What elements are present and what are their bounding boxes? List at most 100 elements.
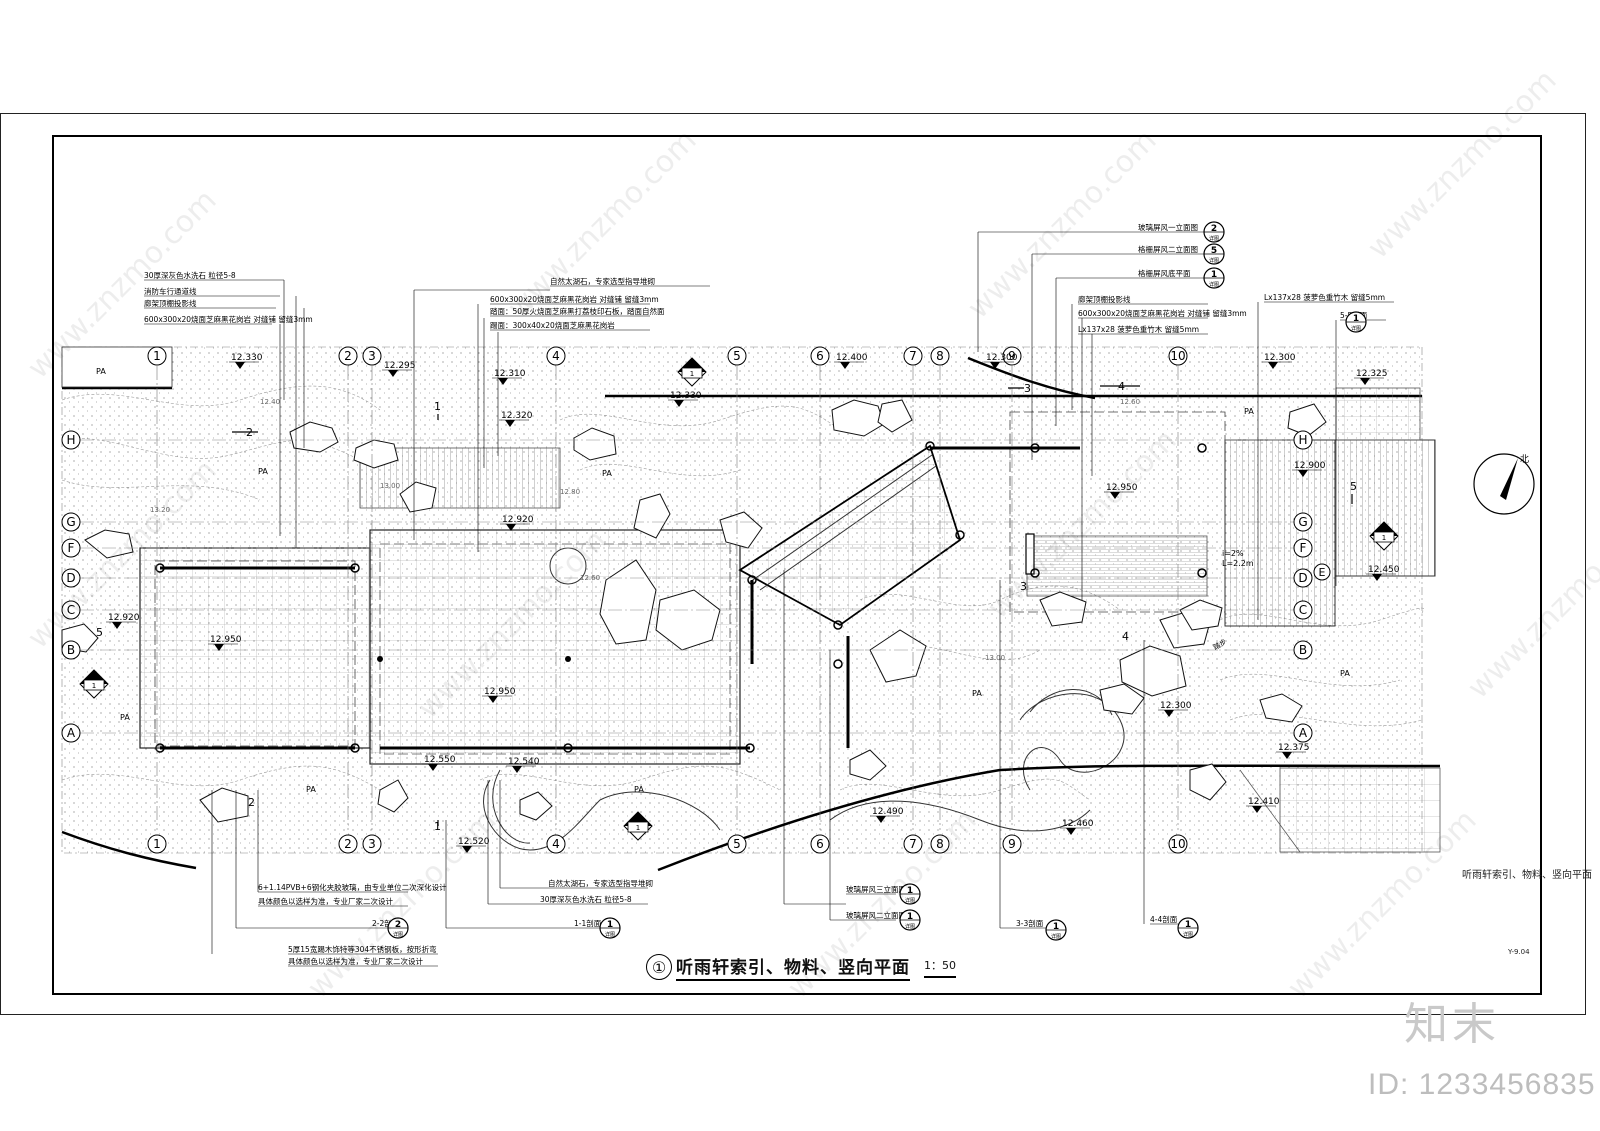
material-label: 自然太湖石，专家选型指导堆砌 bbox=[548, 878, 653, 888]
pa-label: PA bbox=[634, 785, 644, 794]
svg-text:1: 1 bbox=[636, 824, 640, 832]
grid-row-label: G bbox=[66, 515, 75, 529]
sheet-number: Y-9.04 bbox=[1508, 948, 1530, 956]
grid-col-label: 4 bbox=[552, 349, 560, 363]
title-text: 听雨轩索引、物料、竖向平面 bbox=[676, 953, 910, 981]
grid-row-label: D bbox=[1298, 571, 1307, 585]
svg-text:详图: 详图 bbox=[605, 931, 615, 938]
grid-col-label: 5 bbox=[733, 837, 741, 851]
elevation-value: 12.950 bbox=[1106, 483, 1138, 493]
material-label: 3-3剖面 bbox=[1016, 918, 1044, 928]
grid-bubble-row bbox=[61, 538, 81, 558]
elevation-value: 12.320 bbox=[501, 411, 533, 421]
grid-col-label: 1 bbox=[153, 837, 161, 851]
elevation-value: 12.330 bbox=[231, 353, 263, 363]
grid-bubble-col bbox=[147, 346, 167, 366]
pa-label: PA bbox=[972, 689, 982, 698]
grid-bubble-row bbox=[1293, 512, 1313, 532]
pa-label: PA bbox=[1340, 669, 1350, 678]
grid-bubble-row bbox=[61, 512, 81, 532]
grid-bubble-row bbox=[1293, 430, 1313, 450]
material-label: 自然太湖石，专家选型指导堆砌 bbox=[550, 276, 655, 286]
north-arrow: 北 bbox=[1473, 453, 1535, 515]
svg-text:1: 1 bbox=[1353, 314, 1359, 324]
grid-col-label: 9 bbox=[1008, 837, 1016, 851]
inner-frame bbox=[52, 135, 1542, 995]
material-label: 2-2剖面 bbox=[372, 918, 400, 928]
svg-text:E: E bbox=[1319, 566, 1326, 579]
rock bbox=[655, 589, 721, 651]
material-label: 4-4剖面 bbox=[1150, 914, 1178, 924]
material-label: 廊架顶棚投影线 bbox=[1078, 294, 1131, 304]
grid-bubble-col bbox=[362, 834, 382, 854]
material-label: 消防车行通道线 bbox=[144, 286, 197, 296]
grid-col-label: 10 bbox=[1170, 837, 1185, 851]
rock bbox=[1287, 403, 1327, 437]
svg-text:详图: 详图 bbox=[1183, 931, 1193, 938]
grid-bubble-col bbox=[727, 346, 747, 366]
svg-text:1: 1 bbox=[607, 920, 613, 930]
grid-bubble-row bbox=[61, 640, 81, 660]
grid-row-label: F bbox=[1300, 541, 1307, 555]
watermark-text: www.znzmo.com bbox=[961, 123, 1164, 326]
rock bbox=[1099, 683, 1145, 715]
grid-bubble-col bbox=[930, 346, 950, 366]
svg-text:5: 5 bbox=[1211, 246, 1217, 256]
elevation-value: 12.540 bbox=[508, 757, 540, 767]
grid-row-label: D bbox=[66, 571, 75, 585]
grid-bubble-col bbox=[338, 834, 358, 854]
grid-bubble-row bbox=[61, 600, 81, 620]
rock bbox=[399, 481, 437, 513]
elevation-value: 12.410 bbox=[1248, 797, 1280, 807]
material-label: 600x300x20烧面芝麻黑花岗岩 对缝铺 留缝3mm bbox=[1078, 308, 1247, 318]
svg-text:详图: 详图 bbox=[1209, 235, 1219, 242]
grid-col-label: 7 bbox=[909, 349, 917, 363]
material-label: 30厚深灰色水洗石 粒径5-8 bbox=[144, 270, 236, 280]
material-label: 30厚深灰色水洗石 粒径5-8 bbox=[540, 894, 632, 904]
left-pavilion bbox=[139, 547, 371, 753]
outer-frame bbox=[0, 113, 1586, 1015]
svg-text:1: 1 bbox=[92, 682, 96, 690]
grid-bubble-col bbox=[338, 346, 358, 366]
rock bbox=[719, 511, 763, 549]
grid-col-label: 5 bbox=[733, 349, 741, 363]
material-label: 具体颜色以选样为准，专业厂家二次设计 bbox=[288, 956, 423, 966]
rock bbox=[877, 399, 913, 433]
grid-col-label: 6 bbox=[816, 837, 824, 851]
grid-bubble-col bbox=[903, 834, 923, 854]
spot-elevation: 12.40 bbox=[260, 398, 280, 406]
contour-lines bbox=[61, 385, 1424, 801]
spot-elevation: 12.60 bbox=[580, 574, 600, 582]
material-label: 600x300x20烧面芝麻黑花岗岩 对缝铺 留缝3mm bbox=[144, 314, 313, 324]
section-mark: 3 bbox=[1020, 580, 1027, 593]
material-label: 玻璃屏风三立面图 bbox=[846, 884, 906, 894]
svg-text:详图: 详图 bbox=[1051, 933, 1061, 940]
grid-bubble-col bbox=[1002, 346, 1022, 366]
rock bbox=[1039, 591, 1087, 627]
stream-edges bbox=[483, 689, 1125, 851]
grid-col-label: 2 bbox=[344, 349, 352, 363]
rock bbox=[1179, 599, 1223, 631]
elevation-value: 12.920 bbox=[502, 515, 534, 525]
svg-text:1: 1 bbox=[1382, 534, 1386, 542]
material-label: Lx137x28 菠萝色重竹木 留缝5mm bbox=[1078, 324, 1199, 334]
material-label: 6+1.14PVB+6钢化夹胶玻璃，由专业单位二次深化设计 bbox=[258, 882, 447, 892]
svg-text:1: 1 bbox=[1211, 270, 1217, 280]
pa-label: PA bbox=[1244, 407, 1254, 416]
title-scale: 1：50 bbox=[924, 957, 956, 978]
svg-text:1: 1 bbox=[1053, 922, 1059, 932]
rock bbox=[519, 791, 553, 821]
watermark-text: www.znzmo.com bbox=[1461, 503, 1600, 706]
bottom-right-paving bbox=[1239, 767, 1441, 853]
svg-text:详图: 详图 bbox=[905, 923, 915, 930]
spot-elevation: 12.80 bbox=[560, 488, 580, 496]
rock bbox=[1119, 645, 1187, 697]
elevation-value: 12.460 bbox=[1062, 819, 1094, 829]
material-label: 玻璃屏风二立面图 bbox=[846, 910, 906, 920]
grid-bubble-col bbox=[1168, 834, 1188, 854]
grid-bubble-col bbox=[546, 834, 566, 854]
elevation-value: 12.295 bbox=[384, 361, 416, 371]
svg-text:L=2.2m: L=2.2m bbox=[1222, 559, 1254, 568]
